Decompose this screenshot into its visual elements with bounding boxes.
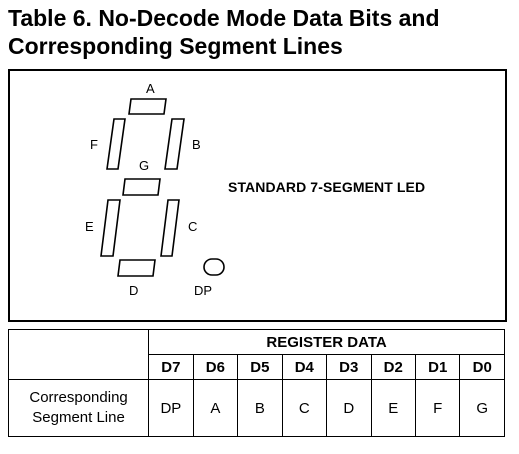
row-label-line-1: Corresponding — [29, 389, 128, 406]
segment-cell: DP — [148, 379, 194, 437]
bit-header: D4 — [281, 354, 328, 380]
register-data-table: REGISTER DATA D7 D6 D5 D4 D3 D2 D1 D0 Co… — [7, 329, 505, 437]
segment-cell: F — [414, 379, 461, 437]
seven-segment-diagram: A F B G E C D DP — [85, 81, 225, 298]
segment-cell: A — [192, 379, 239, 437]
seven-segment-figure: A F B G E C D DP STANDARD 7-SEGMENT LED — [8, 69, 507, 322]
corner-cell — [7, 329, 150, 380]
title-line-2: Corresponding Segment Lines — [8, 33, 343, 59]
bit-header: D5 — [237, 354, 283, 380]
label-dp: DP — [194, 283, 212, 298]
bit-header: D1 — [414, 354, 461, 380]
segment-b — [164, 118, 185, 170]
table-title: Table 6. No-Decode Mode Data Bits and Co… — [8, 4, 513, 60]
label-f: F — [90, 137, 98, 152]
bit-header: D7 — [148, 354, 194, 380]
segment-a — [128, 98, 167, 115]
label-d: D — [129, 283, 138, 298]
segment-c — [160, 199, 180, 257]
segment-cell: D — [326, 379, 372, 437]
segment-dp — [203, 258, 225, 276]
row-label: Corresponding Segment Line — [7, 379, 150, 437]
label-e: E — [85, 219, 94, 234]
row-label-line-2: Segment Line — [32, 409, 125, 426]
label-g: G — [139, 158, 149, 173]
segment-g — [122, 178, 161, 196]
segment-row: Corresponding Segment Line DP A B C D E … — [7, 379, 505, 437]
label-c: C — [188, 219, 197, 234]
segment-cell: B — [237, 379, 283, 437]
label-a: A — [146, 81, 155, 96]
bit-header-row: D7 D6 D5 D4 D3 D2 D1 D0 — [9, 354, 505, 380]
segment-cell: E — [370, 379, 416, 437]
title-line-1: Table 6. No-Decode Mode Data Bits and — [8, 5, 440, 31]
bit-header: D0 — [459, 354, 505, 380]
bit-header: D3 — [326, 354, 372, 380]
register-data-header: REGISTER DATA — [148, 329, 505, 355]
segment-cell: C — [281, 379, 328, 437]
segment-cell: G — [459, 379, 505, 437]
segment-d — [117, 259, 156, 277]
group-header-row: REGISTER DATA — [7, 329, 505, 380]
label-b: B — [192, 137, 201, 152]
bit-header: D6 — [192, 354, 239, 380]
segment-f — [106, 118, 126, 170]
figure-caption: STANDARD 7-SEGMENT LED — [228, 179, 426, 195]
segment-e — [100, 199, 121, 257]
bit-header: D2 — [370, 354, 416, 380]
